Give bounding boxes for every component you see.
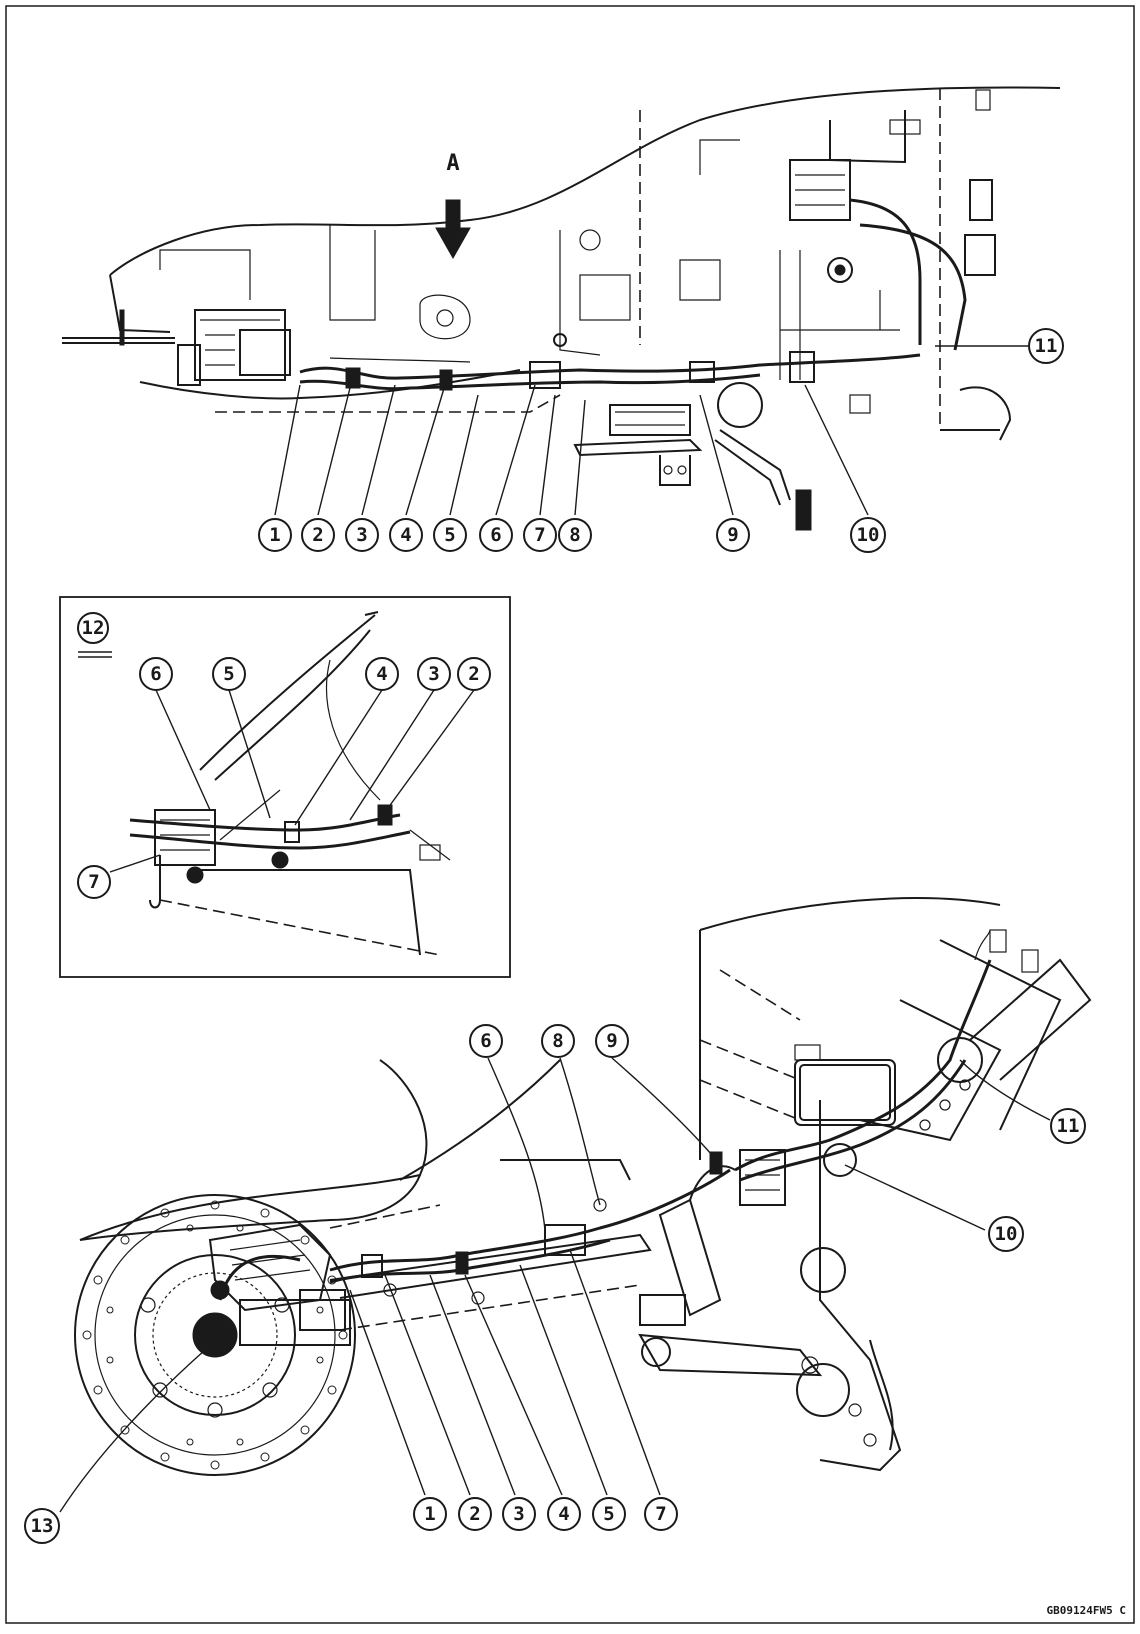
svg-text:1: 1: [269, 524, 280, 546]
svg-text:5: 5: [444, 524, 455, 546]
side-callout-3: 3: [502, 1497, 536, 1531]
top-view-callouts: 1 2 3 4 5 6 7 8 9 10 11: [258, 328, 1064, 553]
svg-text:13: 13: [31, 1515, 54, 1537]
top-callout-1: 1: [258, 518, 292, 552]
svg-text:8: 8: [569, 524, 580, 546]
svg-text:7: 7: [88, 871, 99, 893]
svg-text:8: 8: [552, 1030, 563, 1052]
svg-text:2: 2: [469, 1503, 480, 1525]
figure-code: GB09124FW5 C: [1047, 1604, 1126, 1617]
inset-view-callouts: 6 5 4 3 2 7: [77, 657, 491, 899]
inset-view: 12: [59, 596, 511, 978]
svg-text:10: 10: [995, 1223, 1018, 1245]
outer-frame: [5, 5, 1135, 1624]
top-callout-2: 2: [301, 518, 335, 552]
side-callout-2: 2: [458, 1497, 492, 1531]
side-callout-4: 4: [547, 1497, 581, 1531]
side-callout-6: 6: [469, 1024, 503, 1058]
inset-callout-3: 3: [417, 657, 451, 691]
svg-text:3: 3: [428, 663, 439, 685]
side-view-callouts: 6 8 9 11 10 13 1 2 3 4 5 7: [24, 1024, 1086, 1544]
svg-text:7: 7: [655, 1503, 666, 1525]
svg-text:9: 9: [606, 1030, 617, 1052]
svg-text:2: 2: [468, 663, 479, 685]
svg-text:3: 3: [513, 1503, 524, 1525]
svg-text:5: 5: [223, 663, 234, 685]
disc-holes: [82, 1200, 348, 1470]
svg-text:6: 6: [480, 1030, 491, 1052]
inset-callout-2: 2: [457, 657, 491, 691]
side-callout-1: 1: [413, 1497, 447, 1531]
svg-text:4: 4: [400, 524, 411, 546]
svg-text:2: 2: [312, 524, 323, 546]
top-view: A: [62, 86, 1061, 531]
top-callout-10: 10: [850, 517, 886, 553]
top-callout-5: 5: [433, 518, 467, 552]
svg-text:1: 1: [424, 1503, 435, 1525]
svg-text:11: 11: [1035, 335, 1058, 357]
side-view: [74, 897, 1092, 1476]
top-callout-9: 9: [716, 518, 750, 552]
side-callout-7: 7: [644, 1497, 678, 1531]
top-callout-4: 4: [389, 518, 423, 552]
svg-text:10: 10: [857, 524, 880, 546]
top-view-leaders: [274, 345, 1028, 516]
svg-text:12: 12: [82, 617, 105, 639]
svg-text:6: 6: [490, 524, 501, 546]
side-callout-9: 9: [595, 1024, 629, 1058]
svg-text:4: 4: [376, 663, 387, 685]
side-callout-13: 13: [24, 1508, 60, 1544]
brake-disc: [74, 1194, 356, 1476]
svg-text:11: 11: [1057, 1115, 1080, 1137]
svg-text:4: 4: [558, 1503, 569, 1525]
top-callout-11: 11: [1028, 328, 1064, 364]
side-callout-8: 8: [541, 1024, 575, 1058]
inset-label-callout: 12: [77, 612, 109, 644]
svg-text:9: 9: [727, 524, 738, 546]
side-view-leaders: [59, 1057, 1051, 1513]
inset-callout-4: 4: [365, 657, 399, 691]
top-callout-8: 8: [558, 518, 592, 552]
svg-text:3: 3: [356, 524, 367, 546]
top-callout-6: 6: [479, 518, 513, 552]
top-callout-7: 7: [523, 518, 557, 552]
inset-frame: [59, 596, 511, 978]
side-callout-11: 11: [1050, 1108, 1086, 1144]
svg-text:6: 6: [150, 663, 161, 685]
svg-text:5: 5: [603, 1503, 614, 1525]
top-callout-3: 3: [345, 518, 379, 552]
inset-callout-5: 5: [212, 657, 246, 691]
inset-callout-6: 6: [139, 657, 173, 691]
view-a-label: A: [446, 151, 459, 176]
svg-text:7: 7: [534, 524, 545, 546]
inset-callout-7: 7: [77, 865, 111, 899]
side-callout-5: 5: [592, 1497, 626, 1531]
side-callout-10: 10: [988, 1216, 1024, 1252]
